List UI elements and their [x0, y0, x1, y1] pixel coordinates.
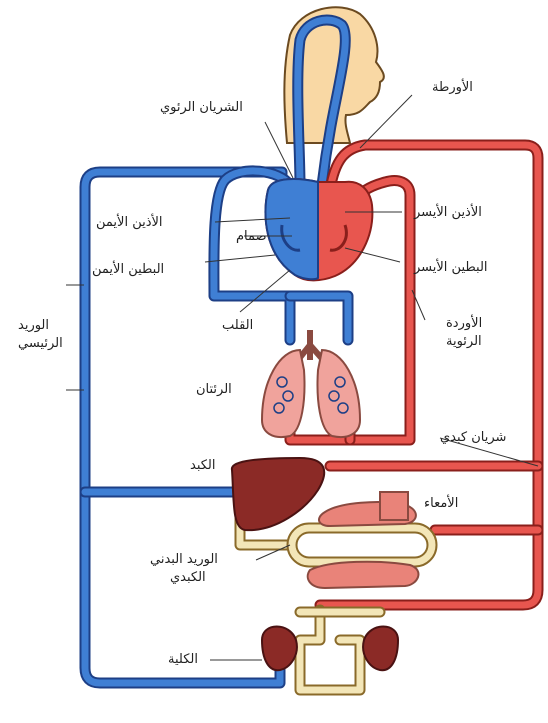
lungs	[262, 330, 360, 437]
label-kidney: الكلية	[168, 652, 198, 668]
label-portal-vein-1: الوريد البدني	[150, 552, 218, 568]
liver	[232, 458, 324, 530]
label-pulmonary-veins-2: الرئوية	[446, 334, 482, 350]
label-portal-vein-2: الكبدي	[170, 570, 206, 586]
label-pulmonary-artery: الشريان الرئوي	[160, 100, 243, 116]
label-liver: الكبد	[190, 458, 216, 474]
intestines	[308, 492, 419, 588]
heart	[265, 179, 372, 280]
label-hepatic-artery: شريان كبدي	[440, 430, 506, 446]
label-right-ventricle: البطين الأيمن	[92, 262, 164, 278]
label-aorta: الأورطة	[432, 80, 473, 96]
label-right-atrium: الأذين الأيمن	[96, 215, 163, 231]
label-left-ventricle: البطين الأيسر	[414, 260, 488, 276]
kidneys	[262, 627, 398, 671]
label-heart: القلب	[222, 318, 253, 334]
label-lungs: الرئتان	[196, 382, 232, 398]
label-intestines: الأمعاء	[424, 496, 458, 512]
label-main-vein-2: الرئيسي	[18, 336, 63, 352]
label-left-atrium: الأذين الأيسر	[414, 205, 482, 221]
label-pulmonary-veins-1: الأوردة	[446, 316, 482, 332]
label-main-vein-1: الوريد	[18, 318, 49, 334]
label-valve: صمام	[236, 229, 267, 245]
